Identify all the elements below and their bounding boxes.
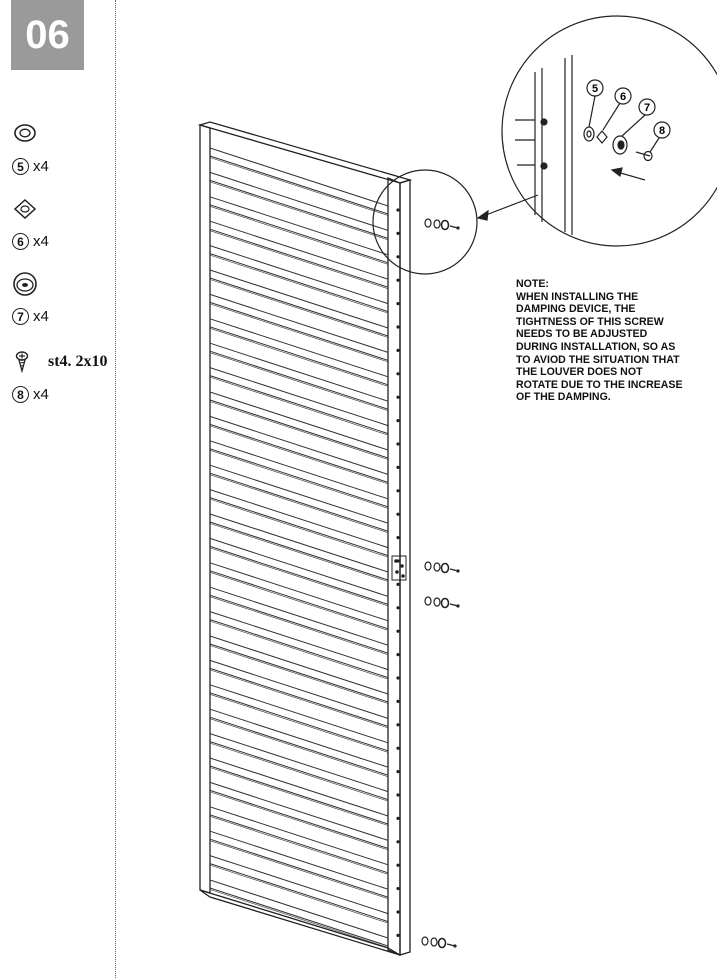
screw-icon: [15, 351, 29, 373]
part-8-number: 8: [12, 386, 29, 403]
damping-washer-icon: [13, 272, 37, 296]
note-line: ROTATE DUE TO THE INCREASE: [516, 378, 683, 391]
step-number-badge: 06: [11, 0, 84, 70]
screw-spec: st4. 2x10: [48, 353, 108, 370]
louver-slats: [209, 147, 389, 948]
note-line: TO AVIOD THE SITUATION THAT: [516, 353, 680, 366]
part-8-qty: x4: [33, 386, 49, 403]
flat-washer-icon: [14, 124, 36, 142]
part-7-row: 7 x4: [12, 308, 49, 325]
hardware-stacks: [421, 218, 460, 949]
note-line: TIGHTNESS OF THIS SCREW: [516, 315, 664, 328]
detail-label-7: 7: [644, 102, 650, 114]
detail-zoom: [372, 15, 717, 275]
part-7-number: 7: [12, 308, 29, 325]
note-line: THE LOUVER DOES NOT: [516, 366, 643, 379]
part-6-number: 6: [12, 233, 29, 250]
square-washer-icon: [13, 198, 37, 220]
part-6-qty: x4: [33, 233, 49, 250]
detail-label-8: 8: [659, 125, 665, 137]
detail-view: [515, 55, 660, 235]
part-7-qty: x4: [33, 308, 49, 325]
page-divider: [115, 0, 116, 978]
detail-labels: 5 6 7 8: [586, 79, 671, 139]
note-line: NOTE:: [516, 278, 549, 290]
note-line: OF THE DAMPING.: [516, 391, 611, 404]
part-8-row: 8 x4: [12, 386, 49, 403]
part-5-number: 5: [12, 158, 29, 175]
part-6-row: 6 x4: [12, 233, 49, 250]
part-5-row: 5 x4: [12, 158, 49, 175]
installation-note: NOTE: WHEN INSTALLING THE DAMPING DEVICE…: [516, 278, 716, 404]
detail-label-5: 5: [592, 83, 598, 95]
detail-label-6: 6: [620, 91, 626, 103]
note-line: WHEN INSTALLING THE: [516, 290, 639, 303]
note-line: DAMPING DEVICE, THE: [516, 303, 636, 316]
note-line: DURING INSTALLATION, SO AS: [516, 340, 676, 353]
damping-bracket: [391, 555, 407, 581]
part-5-qty: x4: [33, 158, 49, 175]
post-holes: [396, 208, 400, 938]
note-line: NEEDS TO BE ADJUSTED: [516, 328, 648, 341]
step-number: 06: [25, 12, 70, 57]
